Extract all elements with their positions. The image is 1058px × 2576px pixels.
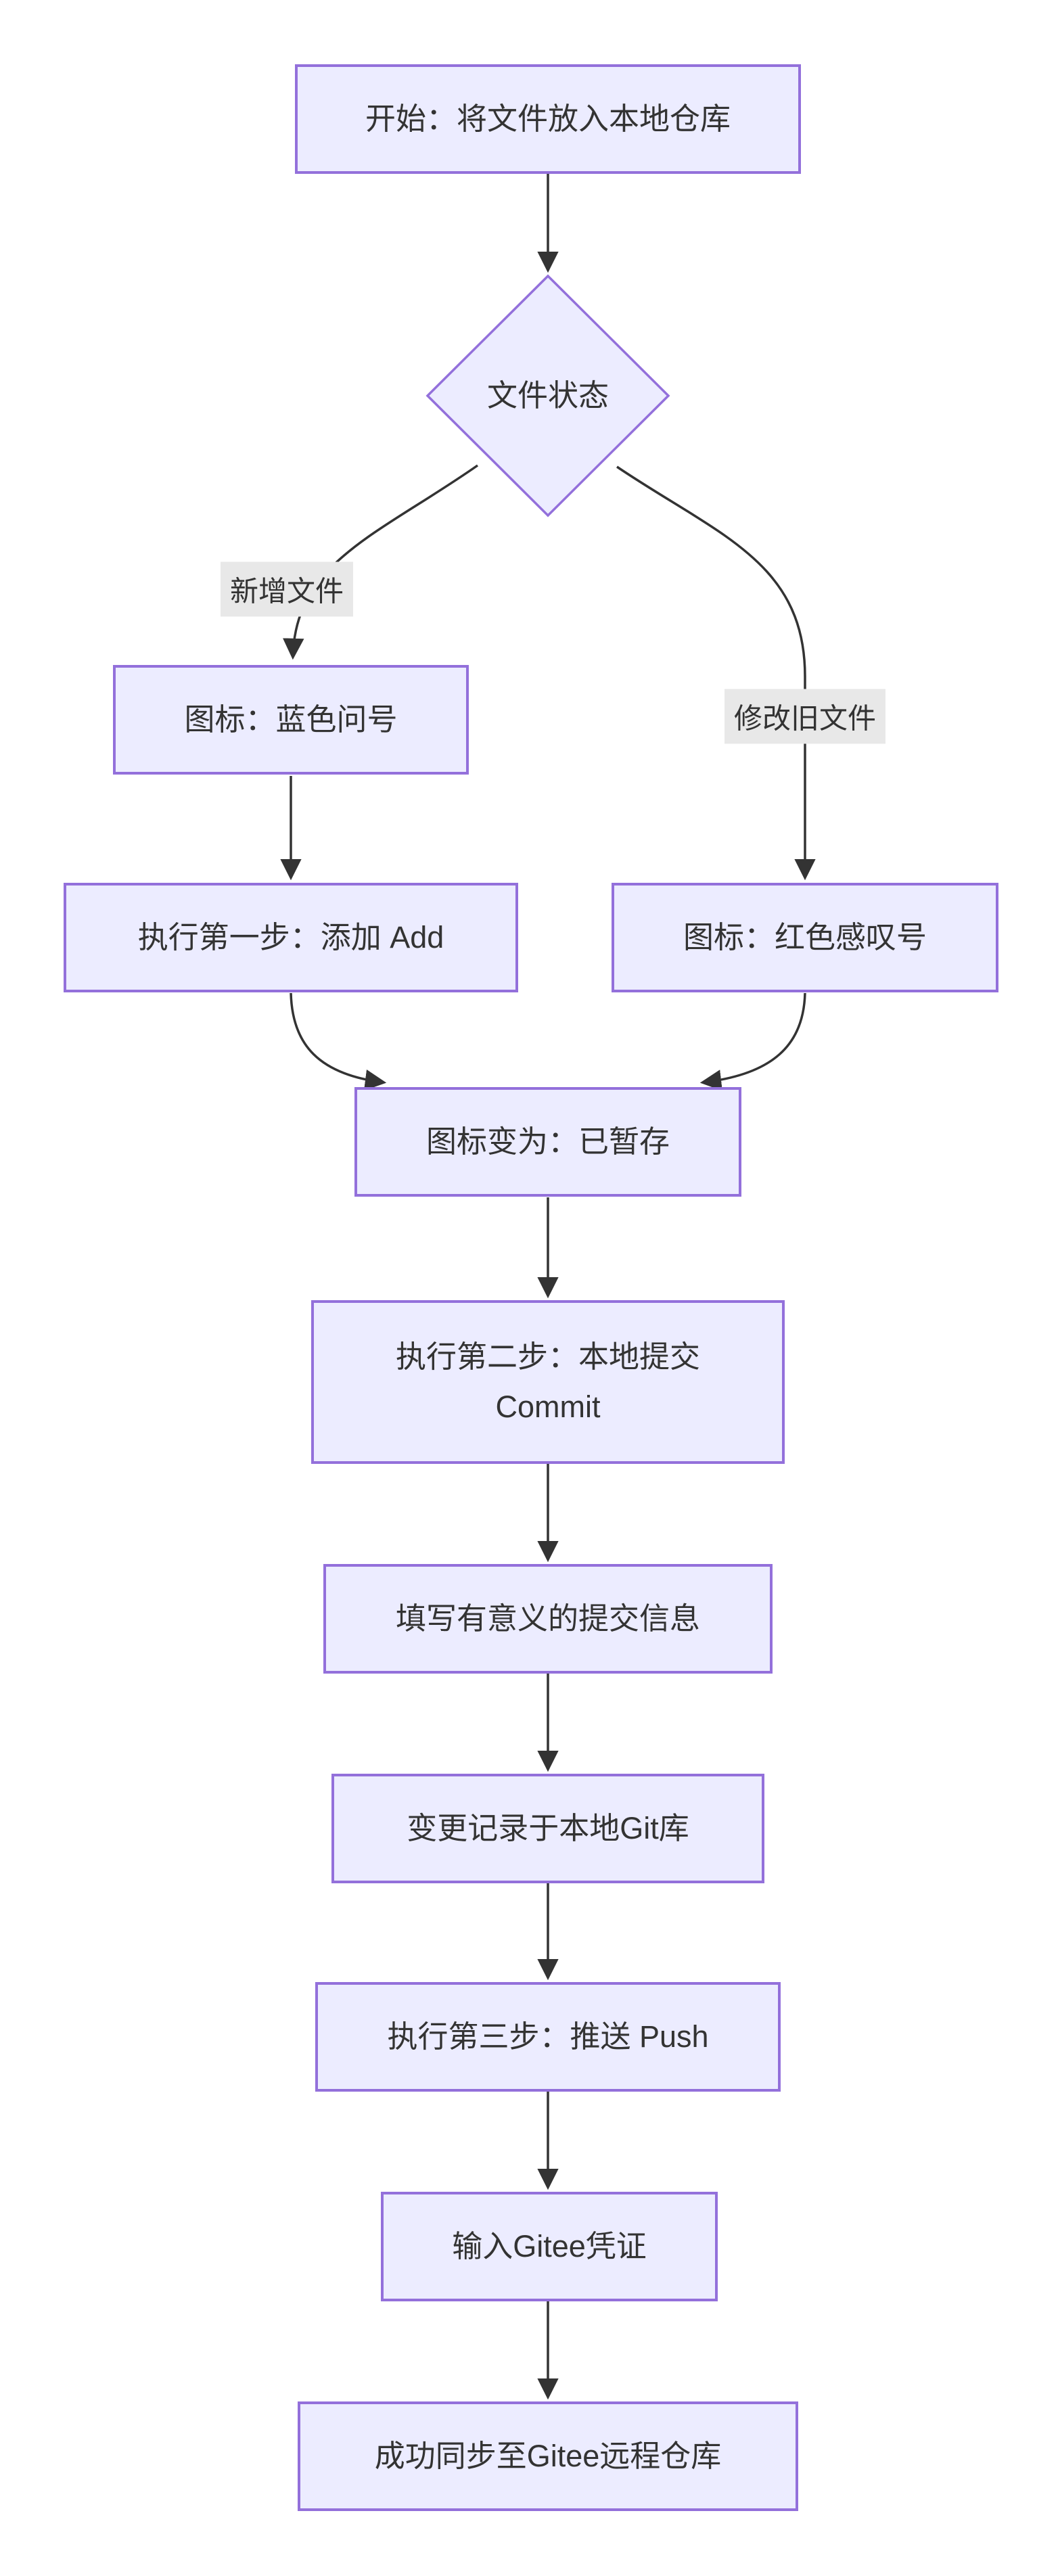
edge-label-modify-old-file: 修改旧文件 xyxy=(724,689,886,744)
node-decision-label: 文件状态 xyxy=(486,377,609,413)
node-commit-step: 执行第二步：本地提交 Commit xyxy=(311,1300,785,1464)
node-sync-success-label: 成功同步至Gitee远程仓库 xyxy=(374,2438,722,2473)
decision-diamond-shape xyxy=(426,274,670,518)
node-commit-message: 填写有意义的提交信息 xyxy=(323,1564,773,1674)
node-blue-question: 图标：蓝色问号 xyxy=(113,665,469,775)
node-start-label: 开始：将文件放入本地仓库 xyxy=(365,101,731,136)
node-push-step: 执行第三步：推送 Push xyxy=(315,1982,781,2092)
node-blue-question-label: 图标：蓝色问号 xyxy=(184,702,398,737)
node-red-exclamation-label: 图标：红色感叹号 xyxy=(683,919,927,954)
edge-label-new-file: 新增文件 xyxy=(220,561,354,617)
node-add-step: 执行第一步：添加 Add xyxy=(64,883,518,992)
node-gitee-credentials-label: 输入Gitee凭证 xyxy=(452,2228,647,2263)
node-start: 开始：将文件放入本地仓库 xyxy=(295,64,801,174)
node-local-git-record-label: 变更记录于本地Git库 xyxy=(407,1810,689,1845)
node-add-step-label: 执行第一步：添加 Add xyxy=(137,919,444,954)
edge-decision-to-red-exclamation xyxy=(616,465,816,881)
node-local-git-record: 变更记录于本地Git库 xyxy=(331,1774,764,1883)
edge-label-new-file-text: 新增文件 xyxy=(229,575,344,607)
edge-decision-to-blue-question xyxy=(283,464,479,660)
node-commit-message-label: 填写有意义的提交信息 xyxy=(395,1601,700,1636)
edge-red-exclamation-to-staged xyxy=(699,992,806,1091)
node-sync-success: 成功同步至Gitee远程仓库 xyxy=(298,2401,798,2511)
edge-label-modify-old-file-text: 修改旧文件 xyxy=(733,702,877,735)
node-staged-label: 图标变为：已暂存 xyxy=(426,1124,670,1159)
node-red-exclamation: 图标：红色感叹号 xyxy=(612,883,998,992)
node-staged: 图标变为：已暂存 xyxy=(354,1087,741,1197)
node-decision: 文件状态 xyxy=(428,276,668,515)
node-push-step-label: 执行第三步：推送 Push xyxy=(387,2019,709,2054)
node-gitee-credentials: 输入Gitee凭证 xyxy=(381,2192,718,2301)
node-commit-step-label: 执行第二步：本地提交 Commit xyxy=(395,1339,700,1424)
edge-add-to-staged xyxy=(290,992,387,1091)
